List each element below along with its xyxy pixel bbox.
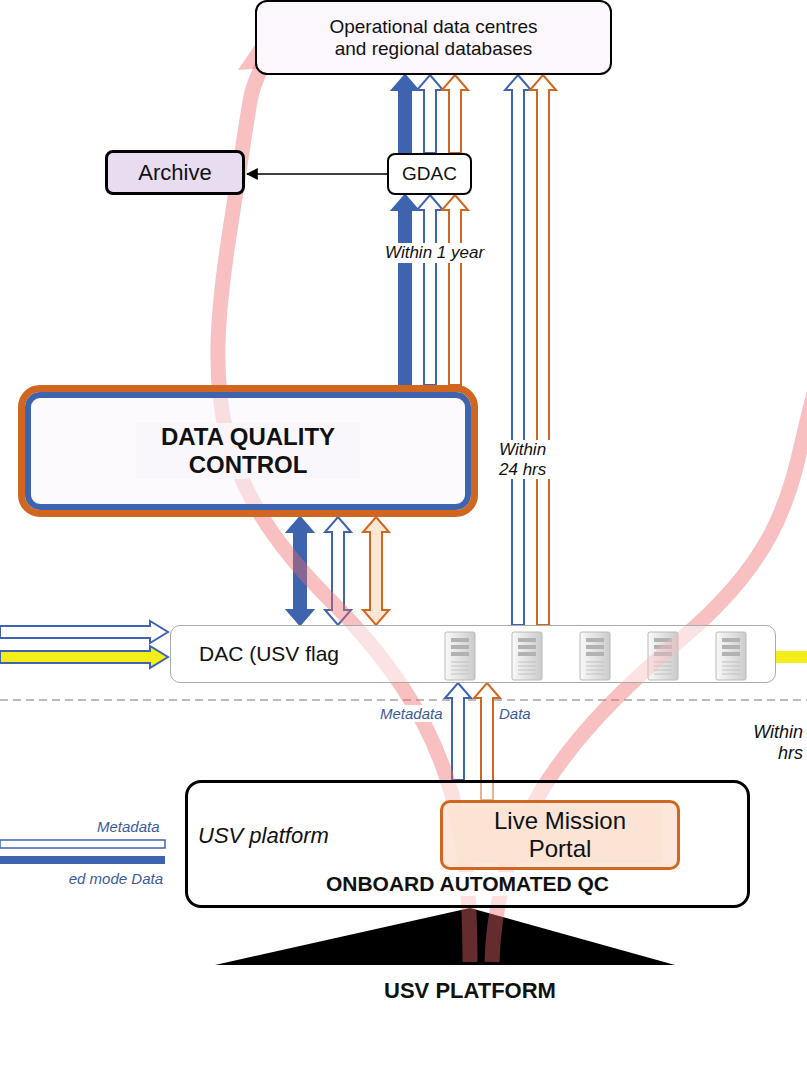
timing-note: Within hrs [749,722,805,763]
live-portal-box: Live Mission Portal [440,800,680,870]
flow-arrow [392,195,418,385]
incoming-arrow [0,646,168,668]
flow-arrow [530,75,556,625]
archive-box: Archive [105,150,245,195]
node-text: DAC (USV flag [197,642,341,666]
platform-title: USV PLATFORM [382,978,558,1003]
node-text: ONBOARD AUTOMATED QC [324,872,611,896]
node-text: GDAC [400,163,459,185]
node-text: Archive [136,160,213,185]
platform-wedge [215,908,675,965]
edge-label: Data [497,705,533,722]
usv-platform-box: USV platformONBOARD AUTOMATED QC Live Mis… [185,780,750,908]
timing-note-holder: Within hrs [749,722,805,763]
data-bar [0,856,165,864]
flow-arrow [392,75,418,153]
stream-label: ed mode Data [67,870,165,887]
timing-note: Within 1 year [383,243,486,263]
stream-label: Metadata [95,818,162,835]
node-text: USV platform [196,823,331,848]
dac-box: DAC (USV flag [170,625,776,683]
stream-label-holder: Metadata [95,818,162,836]
edge-label-holder: Data [497,705,533,722]
timing-note: Within 24 hrs [497,440,553,479]
flow-arrow [363,517,389,625]
edge-label-holder: Metadata [378,705,445,722]
incoming-arrow [0,621,168,643]
flow-arrow [417,195,443,385]
node-text: DATA QUALITY CONTROL [136,423,360,478]
node-text: Live Mission Portal [458,807,662,862]
yellow-band [776,651,807,663]
metadata-bar [0,840,165,848]
flow-arrow [442,75,468,153]
data-centre-box: Operational data centres and regional da… [255,0,612,75]
timing-note-holder: Within 24 hrs [497,440,553,479]
edge-label: Metadata [378,705,445,722]
stream-label-holder: ed mode Data [0,870,165,888]
flow-arrow [505,75,531,625]
flow-arrow [417,75,443,153]
quality-control-box: DATA QUALITY CONTROL [18,385,478,517]
platform-title-holder: USV PLATFORM [330,978,610,1003]
flow-arrow [442,195,468,385]
gdac-box: GDAC [387,153,472,195]
node-text: Operational data centres and regional da… [317,16,551,60]
timing-note-holder: Within 1 year [383,243,486,263]
archive-arrow [247,173,387,175]
